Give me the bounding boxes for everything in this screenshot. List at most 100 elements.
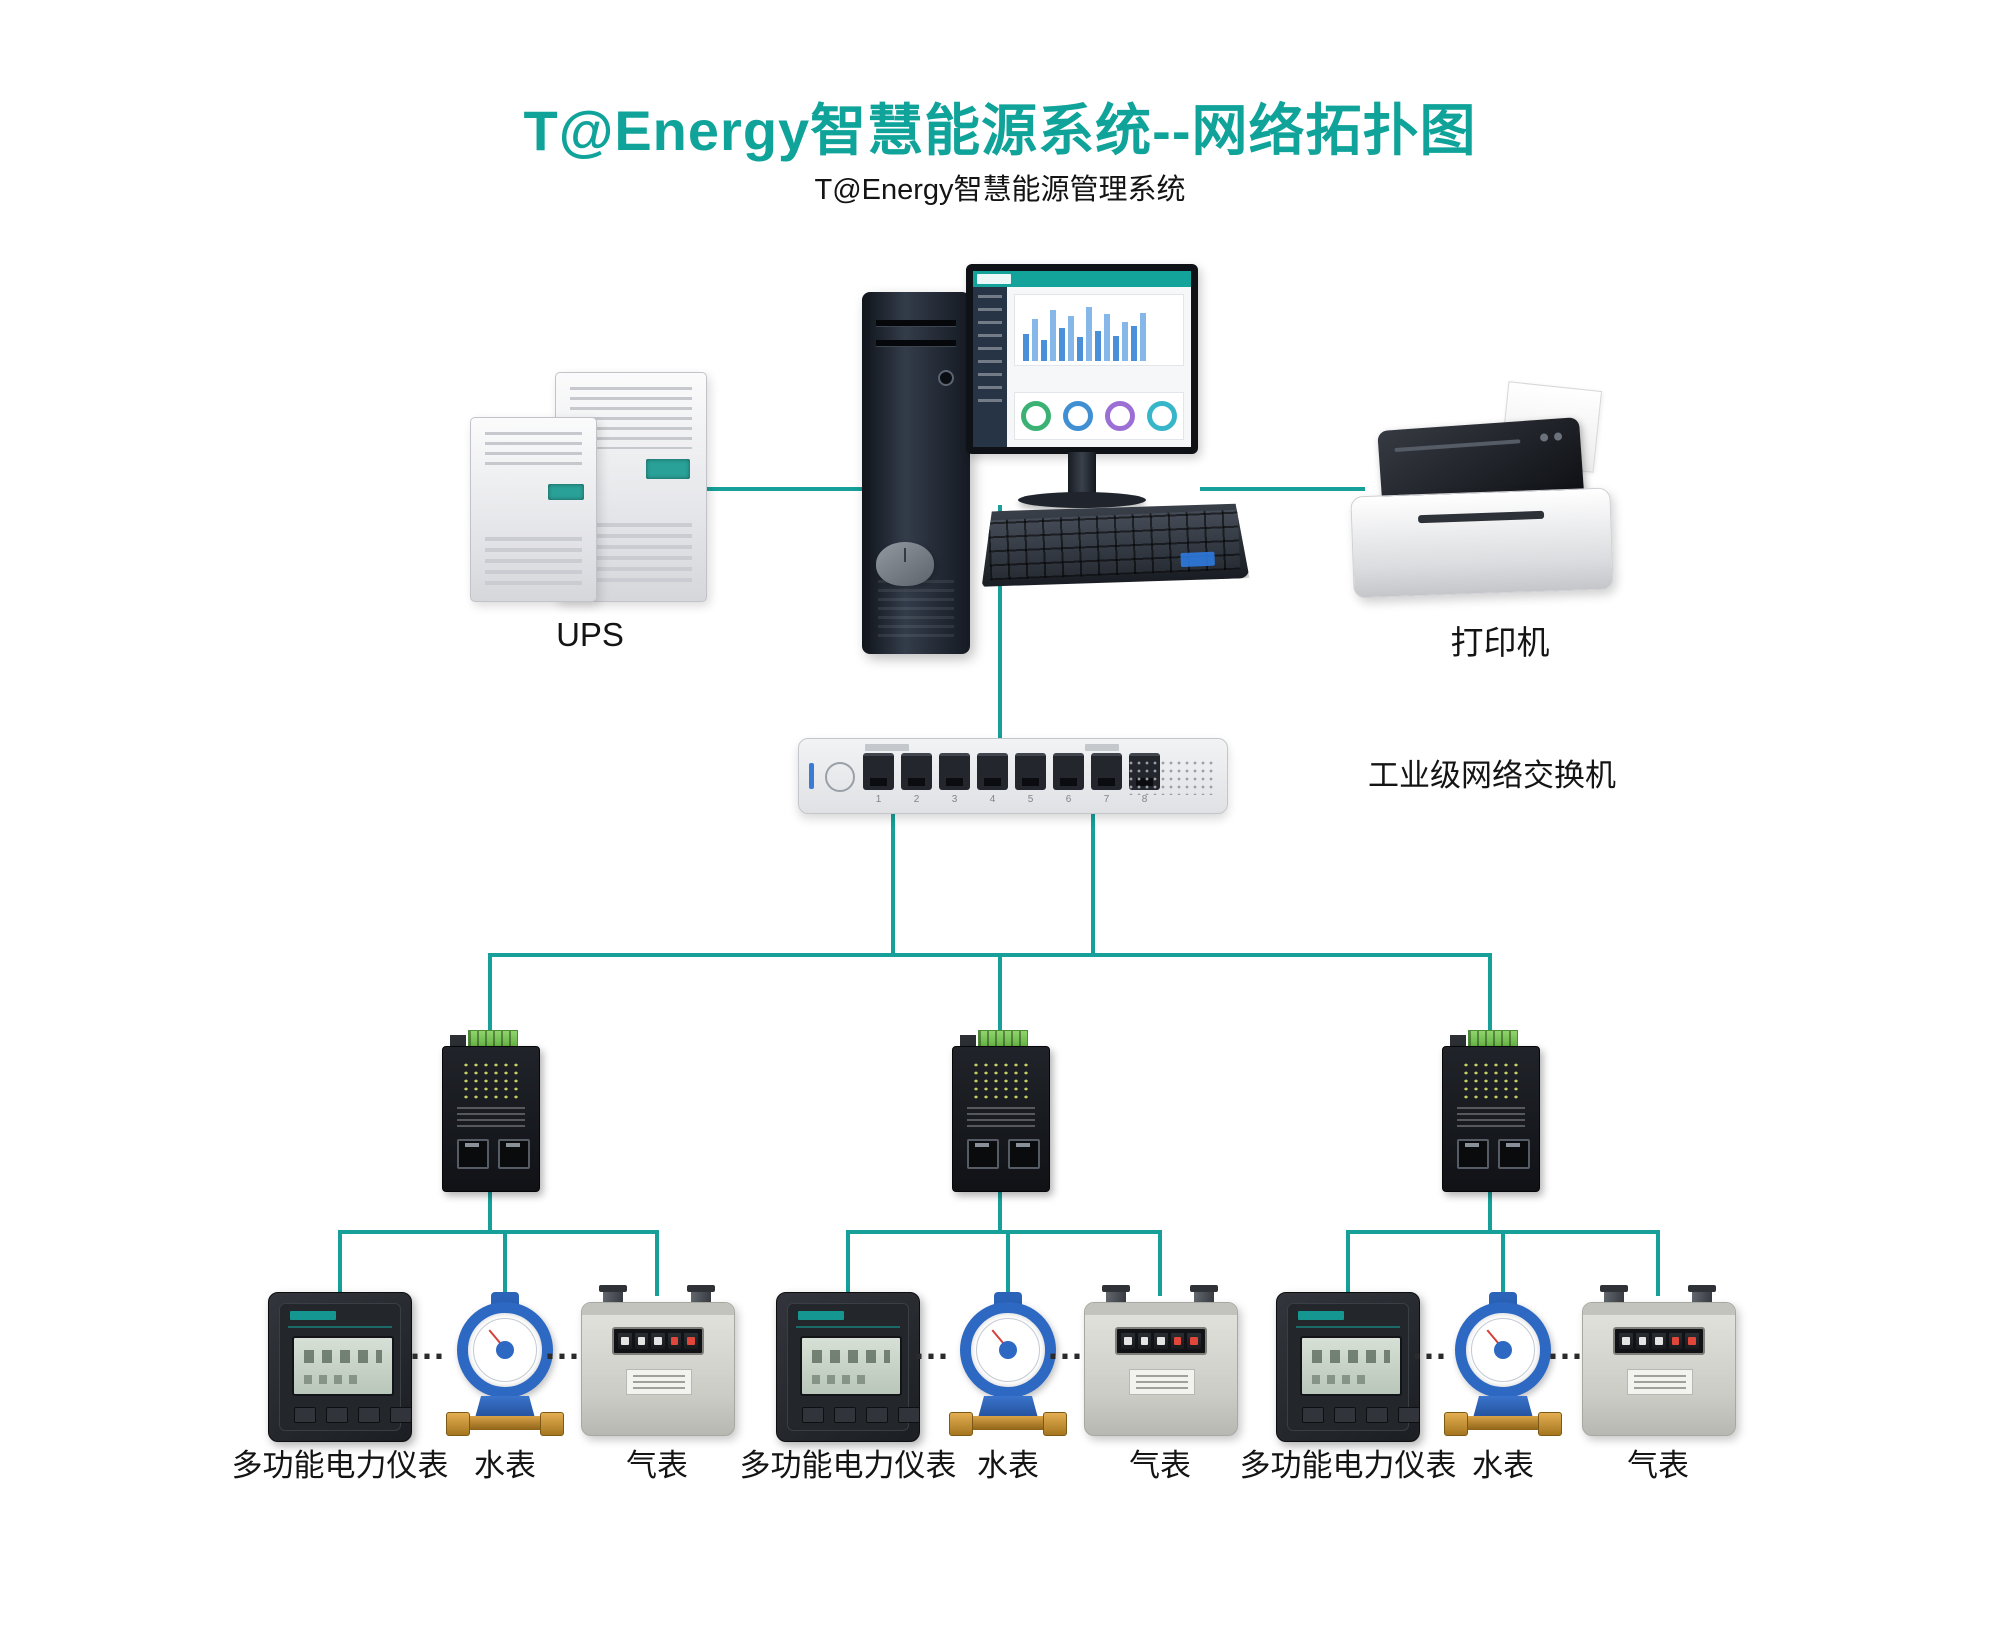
pipe-cap (1190, 1285, 1218, 1292)
chart-bar (1131, 326, 1137, 361)
digit-mark (1157, 1337, 1165, 1345)
ethernet-port (1008, 1139, 1040, 1169)
printer-body (1350, 487, 1614, 599)
switch-print (1085, 744, 1119, 751)
meter-button (294, 1407, 316, 1423)
plate-lines (1634, 1375, 1686, 1389)
water-meter-label: 水表 (474, 1448, 536, 1483)
dial-hub (496, 1341, 514, 1359)
meter-button (326, 1407, 348, 1423)
gateway-device (952, 1030, 1050, 1192)
meter-buttons (802, 1407, 920, 1423)
gateway-leds (1461, 1061, 1521, 1101)
ups-vent-lines (485, 432, 582, 472)
meter-face (1287, 1303, 1420, 1431)
meter-button (1334, 1407, 1356, 1423)
port-number: 7 (1103, 794, 1110, 805)
switch-port: 6 (1053, 753, 1084, 805)
gas-meter-device (1084, 1285, 1238, 1436)
counter-digit (1668, 1333, 1683, 1349)
ethernet-port (457, 1139, 489, 1169)
switch-logo-icon (825, 762, 855, 792)
chart-bar (1140, 313, 1146, 361)
pipe-cap (687, 1285, 715, 1292)
meter-pipe (953, 1416, 1063, 1430)
port-number: 2 (913, 794, 920, 805)
meter-body (1084, 1302, 1238, 1436)
meter-body (268, 1292, 412, 1442)
meter-button (866, 1407, 888, 1423)
gateway-port-row (457, 1139, 530, 1169)
ellipsis: ... (1547, 1326, 1585, 1367)
digit-mark (1655, 1337, 1663, 1345)
printer-button (1553, 432, 1563, 441)
gas-pipe (1692, 1288, 1712, 1306)
switch-led (809, 763, 814, 789)
ellipsis: ... (544, 1326, 582, 1367)
meter-face (279, 1303, 412, 1431)
counter-digit (1685, 1333, 1699, 1349)
gateway-connector (1450, 1035, 1466, 1047)
chart-bar (1059, 328, 1065, 361)
meter-lcd (1300, 1336, 1402, 1396)
switch-port: 7 (1091, 753, 1122, 805)
meter-rule (1296, 1326, 1400, 1328)
meter-body (1276, 1292, 1420, 1442)
gas-pipe (691, 1288, 711, 1306)
water-meter-device (446, 1292, 564, 1442)
port-number: 8 (1141, 794, 1148, 805)
ellipsis: ... (1047, 1326, 1085, 1367)
port-slot (870, 778, 887, 786)
gas-meter-label: 气表 (626, 1448, 688, 1483)
monitor-stand-neck (1068, 452, 1096, 496)
gas-meter-device (581, 1285, 735, 1436)
meter-button (834, 1407, 856, 1423)
switch-port-row: 1 2 3 4 5 6 7 8 (863, 753, 1160, 805)
chart-bar (1068, 316, 1074, 361)
gateway-print (967, 1107, 1035, 1129)
gas-meter-device (1582, 1285, 1736, 1436)
dashboard-menu-lines (978, 295, 1002, 405)
chart-bar (1086, 307, 1092, 361)
gateway-leds (971, 1061, 1031, 1101)
meter-button (802, 1407, 824, 1423)
chart-bar (1122, 322, 1128, 361)
digit-mark (1638, 1337, 1647, 1345)
chart-bar (1104, 314, 1110, 361)
switch-vent (1127, 759, 1213, 795)
switch-port: 1 (863, 753, 894, 805)
gateway-body (442, 1046, 540, 1192)
meter-button (1366, 1407, 1388, 1423)
port-pins (1016, 1143, 1030, 1147)
meter-plate (626, 1369, 692, 1395)
ups-grill (485, 537, 582, 589)
meter-counter (1115, 1327, 1207, 1355)
port-slot (1060, 778, 1077, 786)
gas-meter-label: 气表 (1129, 1448, 1191, 1483)
lcd-digits (812, 1350, 890, 1363)
pipe-fitting (1043, 1412, 1067, 1436)
gas-pipe (1106, 1288, 1126, 1306)
ups-label: UPS (556, 616, 624, 653)
port-pins (1506, 1143, 1520, 1147)
meter-rule (288, 1326, 392, 1328)
gateway-connector (450, 1035, 466, 1047)
dashboard-logo (977, 274, 1011, 284)
gateway-print (457, 1107, 525, 1129)
meter-plate (1129, 1369, 1195, 1395)
meter-lcd (292, 1336, 394, 1396)
counter-digit (1170, 1333, 1185, 1349)
meter-neck (978, 1396, 1038, 1418)
power-meter-label: 多功能电力仪表 (231, 1448, 449, 1483)
ups-display (548, 484, 584, 500)
counter-digit (618, 1333, 632, 1349)
gas-pipe (1194, 1288, 1214, 1306)
meter-rule (796, 1326, 900, 1328)
ups-display (646, 459, 690, 479)
meter-plate (1627, 1369, 1693, 1395)
water-meter-device (1444, 1292, 1562, 1442)
monitor (966, 264, 1198, 454)
chart-bar (1095, 331, 1101, 361)
counter-digit (667, 1333, 682, 1349)
meter-neck (475, 1396, 535, 1418)
